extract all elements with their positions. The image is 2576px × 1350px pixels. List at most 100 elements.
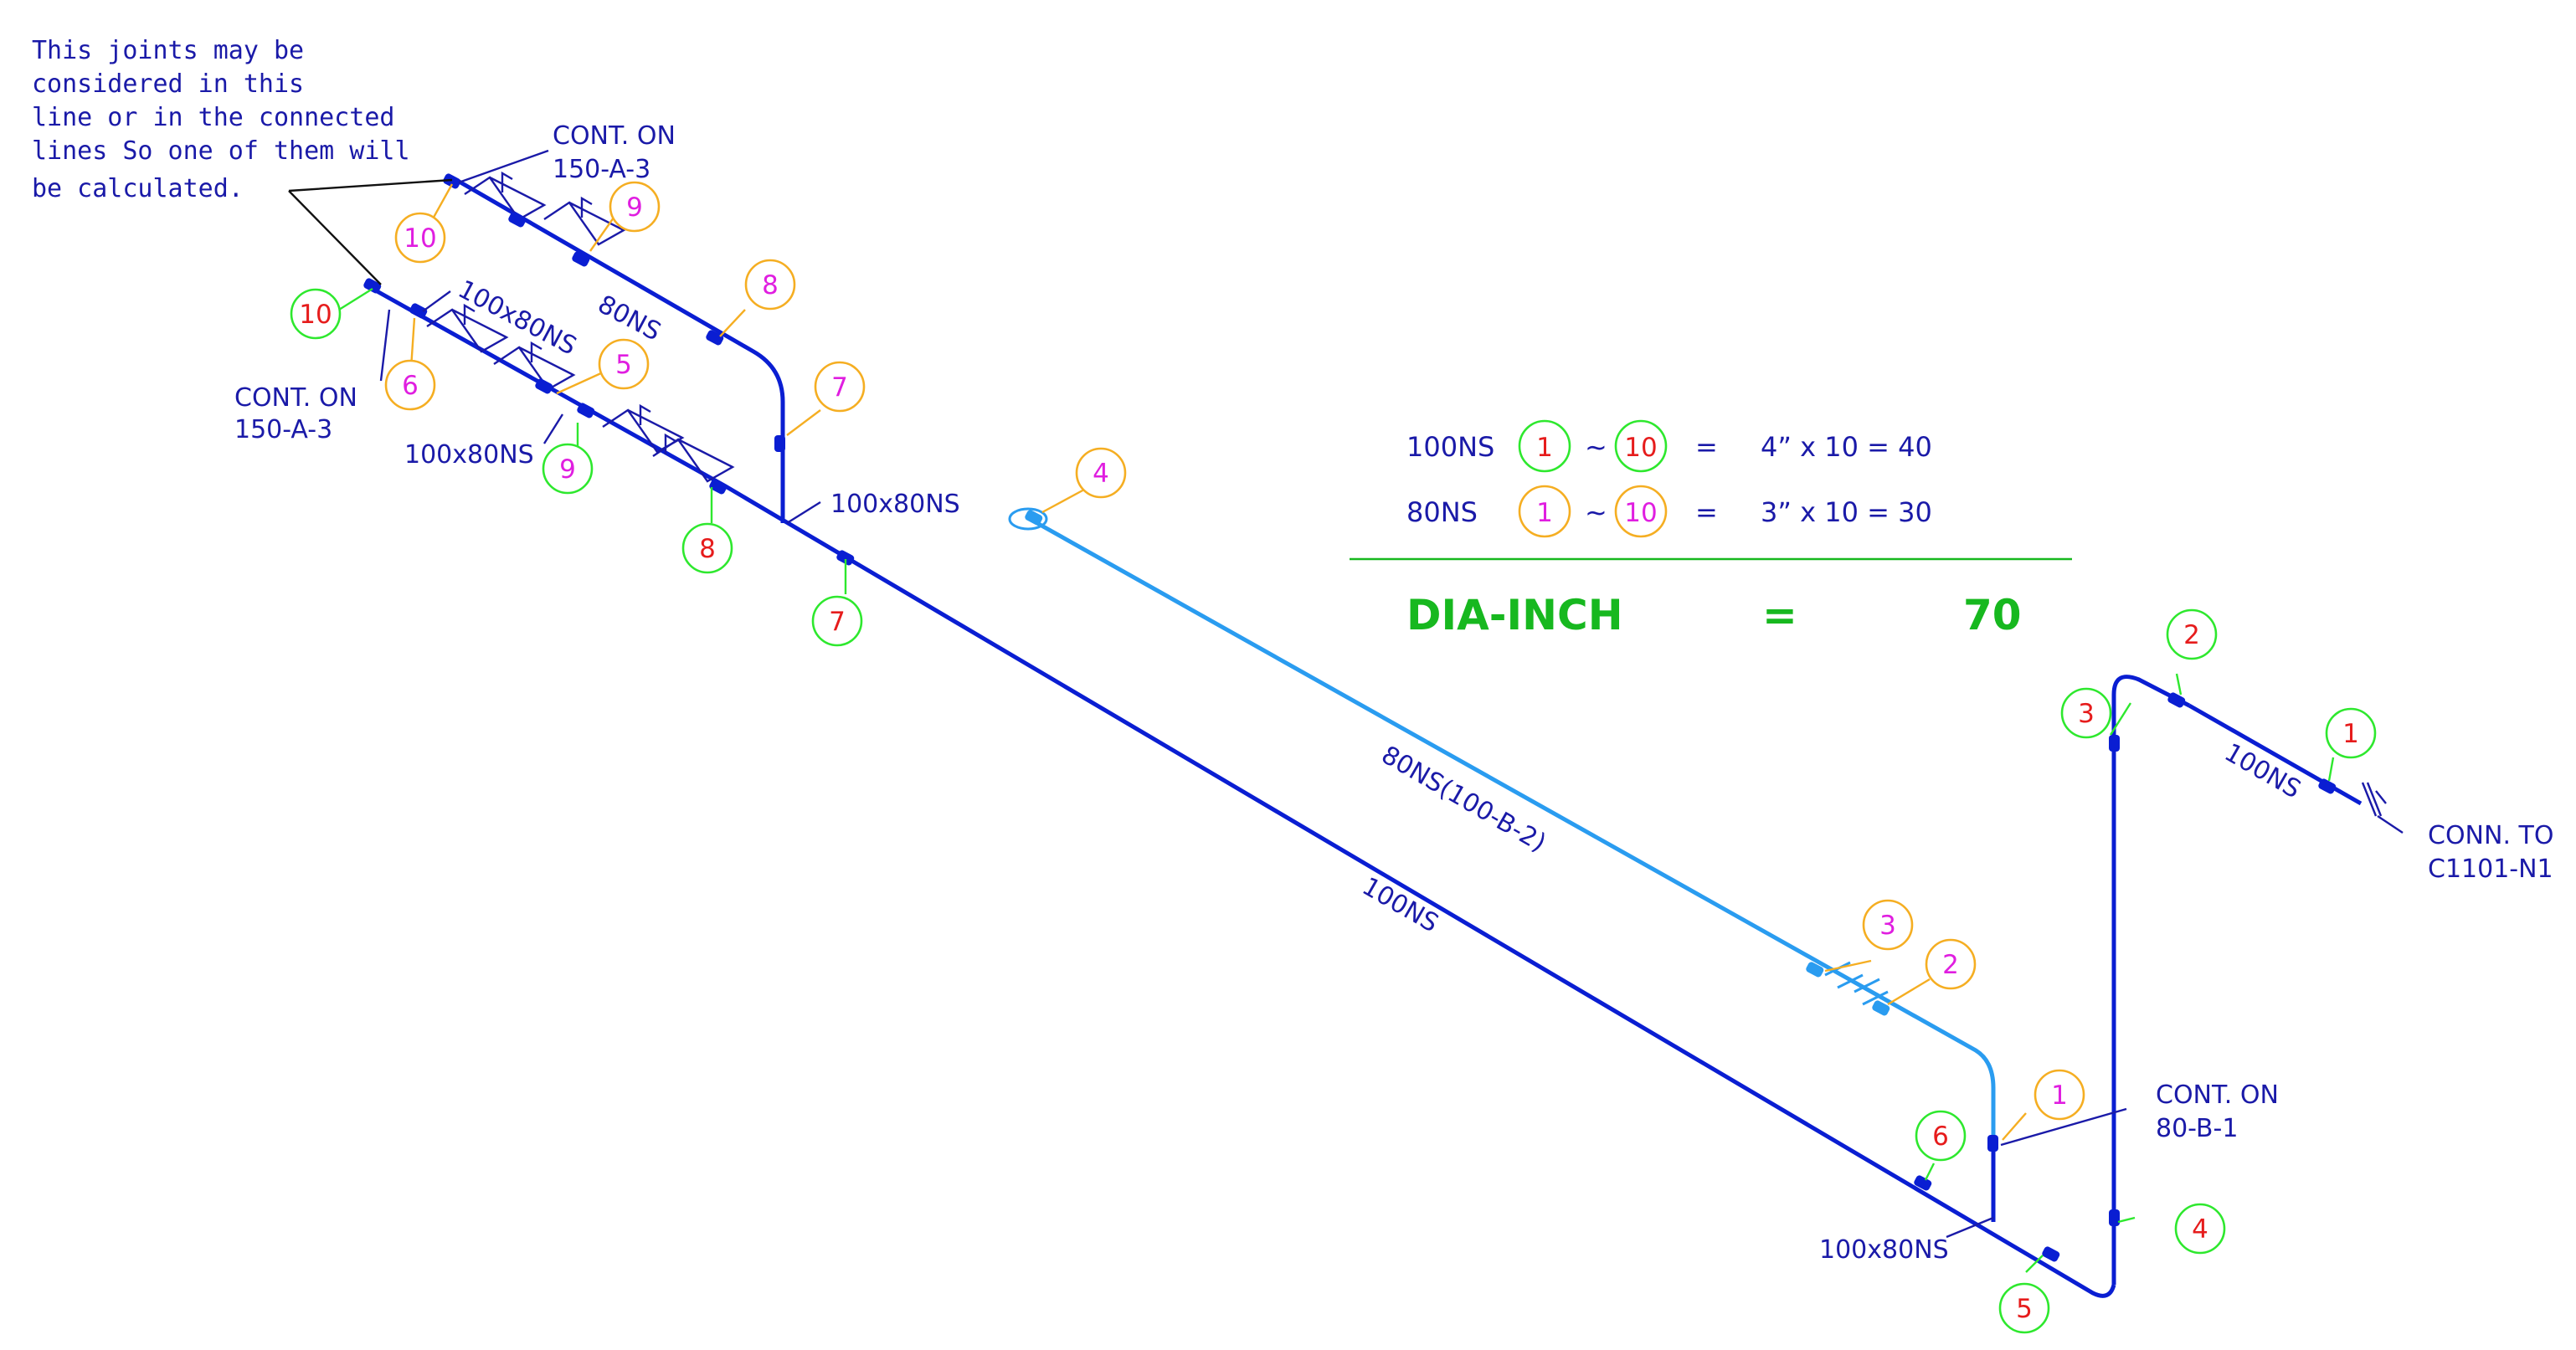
pipe-labels: CONT. ON 150-A-3 CONT. ON 150-A-3 100x80… [234, 121, 2553, 1265]
reducer-label: 100x80NS [1819, 1235, 1949, 1265]
joint-bubble-80ns-2: 2 [1925, 938, 1977, 990]
stem-orange [409, 183, 2027, 1141]
summary-row2-from-bubble [1518, 485, 1571, 538]
conn-to-ref: C1101-N1 [2428, 855, 2553, 884]
dia-inch-summary: 100NS 1 ~ 10 = 4” x 10 = 40 80NS 1 ~ 10 … [1350, 419, 2072, 639]
joint-bubble-100ns-10: 10 [290, 288, 342, 340]
joint-marker [706, 330, 724, 346]
summary-row1-calc: 4” x 10 = 40 [1761, 431, 1932, 463]
pipe-size-label: 80NS [593, 290, 666, 346]
joint-marker [2109, 1209, 2120, 1226]
nozzle-flange [2361, 782, 2387, 817]
cont-on-ref: 150-A-3 [234, 415, 332, 444]
joint-bubble-80ns-5: 5 [598, 338, 650, 390]
stem-green [338, 287, 2335, 1273]
joint-marker [535, 378, 553, 394]
svg-text:3: 3 [2078, 699, 2095, 729]
svg-text:10: 10 [299, 300, 332, 330]
joint-bubbles-100ns: 10 9 8 7 6 5 4 3 2 1 [290, 288, 2377, 1334]
joint-marker [1914, 1175, 1932, 1191]
reducer-label: 100x80NS [404, 440, 534, 470]
valve-lower-4 [652, 433, 735, 483]
joint-marker [774, 435, 785, 452]
summary-row1-to: 10 [1624, 433, 1657, 463]
summary-row2-eq: = [1695, 496, 1718, 528]
joint-marker [1806, 962, 1824, 978]
valve-lower-3 [602, 403, 685, 454]
summary-row2-calc: 3” x 10 = 30 [1761, 496, 1932, 528]
svg-text:3: 3 [1879, 911, 1896, 941]
pipe-80ns-branch [1028, 516, 1996, 1147]
valve-upper-1 [464, 171, 547, 221]
svg-text:4: 4 [2192, 1214, 2208, 1245]
svg-text:6: 6 [402, 371, 419, 401]
joint-marker [572, 251, 590, 267]
summary-total-label: DIA-INCH [1406, 591, 1623, 639]
joint-bubble-80ns-10: 10 [394, 212, 446, 264]
summary-row2-tilde: ~ [1585, 496, 1607, 528]
pipe-end-loop [1008, 507, 1048, 531]
joint-bubble-100ns-6: 6 [1915, 1110, 1967, 1162]
note-line: This joints may be [32, 36, 304, 65]
note-line: be calculated. [32, 174, 244, 203]
joint-marker [577, 403, 595, 418]
summary-total-value: 70 [1963, 591, 2022, 639]
joint-bubble-100ns-8: 8 [681, 522, 733, 574]
svg-text:8: 8 [699, 534, 716, 564]
joint-bubble-100ns-5: 5 [1998, 1282, 2050, 1334]
joint-bubble-100ns-1: 1 [2325, 707, 2377, 759]
joint-bubble-80ns-4: 4 [1075, 447, 1127, 499]
cont-on-ref: 150-A-3 [553, 155, 650, 184]
leader [1946, 1216, 1994, 1239]
pipe-routes [371, 177, 2363, 1298]
joint-bubble-80ns-3: 3 [1862, 899, 1914, 951]
joint-marker [1987, 1135, 1998, 1152]
conn-to-label: CONN. TO [2428, 821, 2553, 850]
joint-bubble-80ns-9: 9 [609, 181, 661, 233]
summary-row1-to-bubble [1614, 419, 1668, 473]
note-line: considered in this [32, 69, 304, 99]
joint-marker [709, 479, 728, 495]
leader [542, 413, 564, 444]
svg-text:6: 6 [1932, 1122, 1949, 1152]
summary-row1-from-bubble [1518, 419, 1571, 473]
summary-row1-tilde: ~ [1585, 431, 1607, 463]
svg-text:9: 9 [626, 192, 643, 223]
joint-marker [363, 278, 382, 294]
leader [2000, 1107, 2127, 1147]
bubble-stems [338, 183, 2335, 1273]
joint-marker [2167, 692, 2186, 708]
svg-text:7: 7 [829, 607, 846, 637]
reducer-label: 100x80NS [830, 490, 960, 519]
svg-text:8: 8 [762, 270, 779, 300]
joint-marker [1025, 510, 1043, 526]
joint-marker [508, 212, 527, 228]
leader-lines [288, 149, 2404, 1239]
summary-row2-from: 1 [1536, 498, 1553, 528]
svg-text:1: 1 [2342, 719, 2359, 749]
svg-text:4: 4 [1093, 459, 1109, 489]
svg-text:2: 2 [1942, 950, 1959, 980]
note-block: This joints may be considered in this li… [32, 36, 410, 203]
cont-on-label: CONT. ON [234, 383, 357, 413]
joint-markers [363, 173, 2337, 1262]
leader-note [288, 178, 453, 285]
joint-marker [1872, 1000, 1890, 1016]
joint-bubble-100ns-3: 3 [2060, 687, 2112, 739]
leader [458, 149, 549, 184]
summary-total-eq: = [1762, 591, 1797, 639]
svg-text:2: 2 [2183, 620, 2200, 650]
cont-on-ref: 80-B-1 [2156, 1114, 2238, 1143]
joint-marker [409, 303, 428, 319]
leader [379, 309, 391, 382]
svg-text:9: 9 [559, 454, 576, 485]
svg-text:7: 7 [831, 372, 848, 403]
valve-lower-1 [426, 303, 509, 353]
svg-text:1: 1 [2051, 1081, 2068, 1111]
joint-bubble-80ns-1: 1 [2034, 1069, 2085, 1121]
joint-bubbles-80ns: 10 9 8 7 6 5 4 3 2 1 [384, 181, 2085, 1121]
joint-marker [2109, 735, 2120, 752]
joint-marker [2318, 778, 2337, 794]
joint-bubble-100ns-2: 2 [2166, 608, 2218, 660]
joint-marker [836, 550, 855, 566]
